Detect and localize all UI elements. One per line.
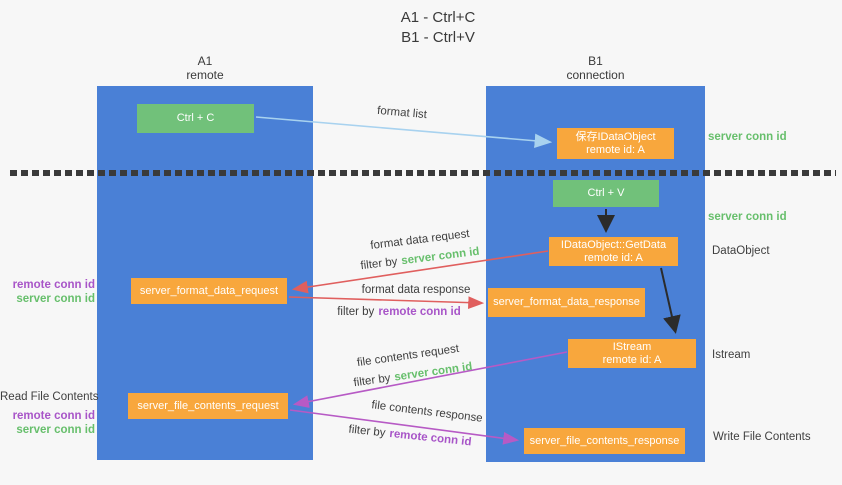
istream-annotation: Istream — [712, 349, 751, 361]
diagram-title: A1 - Ctrl+C B1 - Ctrl+V — [288, 8, 588, 48]
remote-conn-id-text: remote conn id — [388, 427, 473, 449]
node-file-response-label: server_file_contents_response — [529, 434, 680, 447]
node-ctrl-c-label: Ctrl + C — [176, 112, 215, 124]
server-conn-id-text: server conn id — [393, 360, 474, 384]
filter-by-text: filter by — [352, 372, 392, 390]
server-conn-id-text: server conn id — [400, 245, 481, 268]
read-file-contents-annotation-wrap: Read File Contents — [0, 390, 99, 404]
write-file-contents-annotation: Write File Contents — [713, 431, 811, 443]
lifeline-left-name: A1 — [197, 54, 213, 68]
filter-by-text: filter by — [359, 255, 399, 273]
label-format-list: format list — [376, 104, 428, 122]
label-file-contents-response: file contents response — [370, 399, 484, 425]
title-line-1: A1 - Ctrl+C — [400, 9, 476, 26]
node-save-idataobject: 保存IDataObject remote id: A — [557, 128, 674, 159]
machine-boundary-dotted-line — [10, 170, 836, 176]
node-ctrl-c: Ctrl + C — [137, 104, 254, 133]
left-server-conn-id-bottom: server conn id — [16, 424, 95, 436]
node-save-idataobject-line2: remote id: A — [586, 143, 645, 156]
read-file-contents-annotation: Read File Contents — [0, 391, 99, 403]
lifeline-header-left: A1 remote — [97, 54, 313, 82]
node-server-file-contents-request: server_file_contents_request — [128, 393, 288, 419]
node-format-response-label: server_format_data_response — [493, 296, 640, 308]
node-ctrl-v: Ctrl + V — [553, 180, 659, 207]
title-line-2: B1 - Ctrl+V — [401, 29, 475, 46]
filter-by-text: filter by — [337, 306, 375, 318]
left-server-conn-id-top: server conn id — [16, 293, 95, 305]
node-ctrl-v-label: Ctrl + V — [587, 187, 625, 199]
lifeline-header-right: B1 connection — [486, 54, 705, 82]
node-save-idataobject-line1: 保存IDataObject — [575, 130, 656, 143]
right-server-conn-id-mid: server conn id — [708, 211, 787, 223]
remote-conn-id-text: remote conn id — [378, 306, 461, 318]
node-idataobject-getdata: IDataObject::GetData remote id: A — [549, 237, 678, 266]
filter-by-text: filter by — [347, 423, 387, 440]
node-format-request-label: server_format_data_request — [139, 284, 279, 297]
label-format-data-response: format data response — [361, 284, 471, 296]
node-server-file-contents-response: server_file_contents_response — [524, 428, 685, 454]
right-server-conn-id-top: server conn id — [708, 131, 787, 143]
lifeline-right-subtitle: connection — [566, 68, 625, 82]
node-getdata-line1: IDataObject::GetData — [560, 238, 667, 251]
node-server-format-data-response: server_format_data_response — [488, 288, 645, 317]
node-istream: IStream remote id: A — [568, 339, 696, 368]
node-istream-line1: IStream — [612, 340, 652, 353]
node-getdata-line2: remote id: A — [584, 251, 643, 264]
node-istream-line2: remote id: A — [602, 353, 662, 366]
left-remote-conn-id-bottom: remote conn id — [12, 410, 95, 422]
left-remote-conn-id-top: remote conn id — [12, 279, 95, 291]
lifeline-left-subtitle: remote — [186, 68, 224, 82]
left-conn-id-group-bottom: remote conn id server conn id — [0, 409, 95, 437]
node-server-format-data-request: server_format_data_request — [131, 278, 287, 304]
arrow-format-data-response — [288, 296, 485, 309]
left-conn-id-group-top: remote conn id server conn id — [0, 278, 95, 306]
dataobject-annotation: DataObject — [712, 245, 770, 257]
node-file-request-label: server_file_contents_request — [137, 399, 279, 412]
lifeline-right-name: B1 — [588, 54, 603, 68]
